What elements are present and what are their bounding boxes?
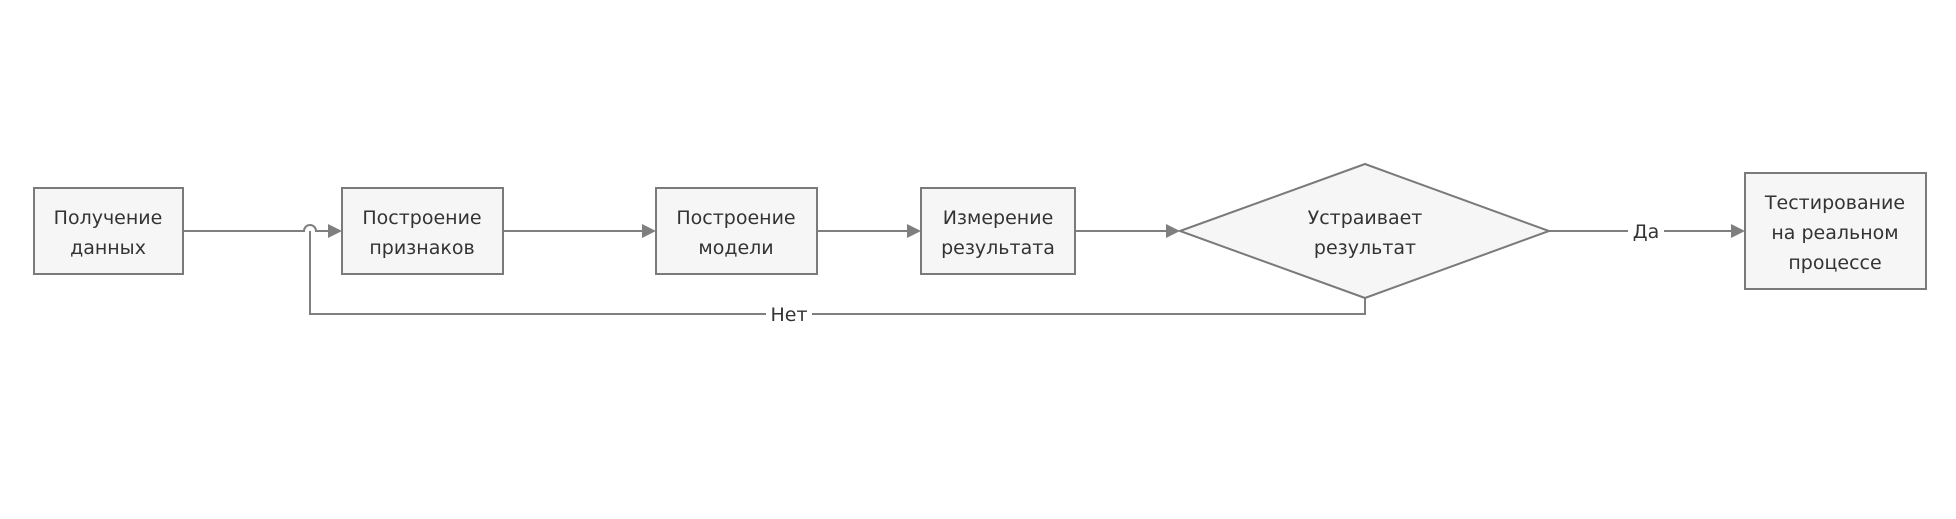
arrowhead [642,224,656,238]
node-get-data: Получение данных [33,187,184,275]
node-label: Построение [362,207,481,229]
node-label: Устраивает [1308,207,1423,229]
node-label: Получение [54,207,163,229]
node-decision: Устраивает результат [1177,162,1552,300]
node-label: процессе [1788,252,1881,274]
no-label: Нет [770,304,807,326]
arrowhead [907,224,921,238]
node-label: результата [941,237,1055,259]
edge-decision-no-loop [309,231,1366,315]
node-test: Тестирование на реальном процессе [1744,172,1927,290]
node-features: Построение признаков [341,187,504,275]
arrowhead [328,224,342,238]
node-label: на реальном [1771,222,1898,244]
edge-get-to-features [183,224,328,232]
node-label: модели [698,237,773,259]
node-label: Построение [676,207,795,229]
node-model: Построение модели [655,187,818,275]
node-label: Тестирование [1764,192,1905,214]
node-measure: Измерение результата [920,187,1076,275]
arrowhead [1731,224,1745,238]
arrowhead [1166,224,1180,238]
node-label: признаков [369,237,474,259]
node-label: Измерение [943,207,1054,229]
yes-label: Да [1633,221,1660,243]
node-label: результат [1314,237,1416,259]
node-label: данных [70,237,146,259]
